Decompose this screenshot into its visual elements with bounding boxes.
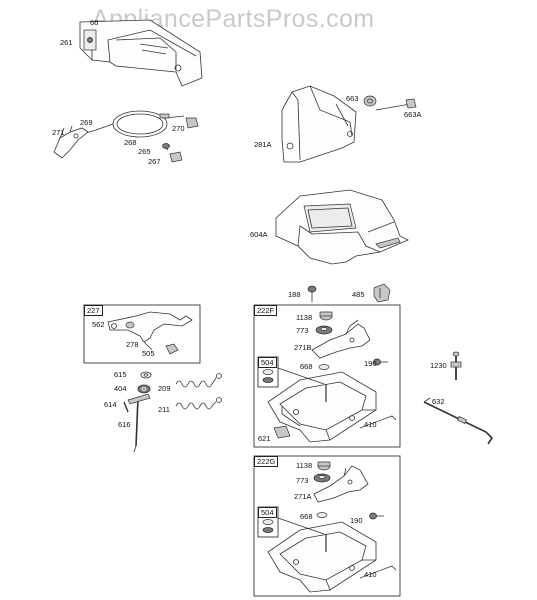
part-410-g-link (359, 565, 397, 579)
part-271B-f-lever (311, 319, 371, 359)
label-270: 270 (172, 124, 185, 133)
label-f-190: 190 (364, 359, 377, 368)
label-f-1138: 1138 (296, 313, 313, 322)
label-g-410: 410 (364, 570, 377, 579)
label-632: 632 (432, 397, 445, 406)
label-f-773: 773 (296, 326, 309, 335)
label-f-271B: 271B (294, 343, 312, 352)
label-188: 188 (288, 290, 301, 299)
label-281A: 281A (254, 140, 272, 149)
label-g-271A: 271A (294, 492, 312, 501)
part-209-spring (175, 373, 222, 388)
kit-222F-tag: 222F (254, 305, 278, 316)
label-g-1138: 1138 (296, 461, 313, 470)
label-485: 485 (352, 290, 365, 299)
label-f-668: 668 (300, 362, 313, 371)
part-616-governor-shaft (127, 393, 151, 453)
label-614: 614 (104, 400, 117, 409)
part-485-bracket (373, 283, 391, 303)
part-663-nut (363, 95, 377, 107)
label-g-668: 668 (300, 512, 313, 521)
part-control-bracket-f (267, 367, 377, 443)
part-270-clip (185, 117, 199, 129)
kit-504-tag-g: 504 (258, 507, 277, 518)
part-190-f-screw (373, 358, 388, 366)
label-616: 616 (118, 420, 131, 429)
label-265: 265 (138, 147, 151, 156)
part-268-control-cable (81, 110, 185, 138)
part-562-governor-lever (107, 311, 193, 351)
part-615-washer (140, 371, 152, 379)
label-269: 269 (80, 118, 93, 127)
part-261-bracket (79, 19, 203, 87)
part-271A-g-lever (313, 465, 369, 503)
kit-222G-tag: 222G (254, 456, 279, 467)
part-271-control-lever (53, 125, 89, 159)
label-615: 615 (114, 370, 127, 379)
label-1230: 1230 (430, 361, 447, 370)
part-1138-f-nut (319, 311, 333, 321)
label-267: 267 (148, 157, 161, 166)
part-773-g-washer (313, 473, 331, 483)
label-663: 663 (346, 94, 359, 103)
part-281A-shroud (281, 85, 357, 163)
label-404: 404 (114, 384, 127, 393)
part-404-washer (137, 384, 151, 394)
part-504-f-washers (262, 369, 274, 383)
part-504-g-washers (262, 519, 274, 533)
label-f-621: 621 (258, 434, 271, 443)
label-f-410: 410 (364, 420, 377, 429)
part-632-cable (423, 397, 494, 445)
label-604A: 604A (250, 230, 268, 239)
label-278: 278 (126, 340, 139, 349)
label-211: 211 (158, 405, 170, 414)
label-562: 562 (92, 320, 105, 329)
part-668-g-washer (316, 512, 328, 518)
part-control-bracket-g (267, 517, 377, 593)
label-505: 505 (142, 349, 155, 358)
part-614-pin (123, 401, 129, 413)
part-188-screw (307, 285, 317, 302)
kit-222F-frame (253, 304, 401, 448)
label-g-773: 773 (296, 476, 309, 485)
label-268: 268 (124, 138, 137, 147)
label-261: 261 (60, 38, 73, 47)
kit-227-tag: 227 (84, 305, 103, 316)
part-190-g-screw (369, 512, 384, 520)
part-621-f-bracket (273, 425, 291, 439)
label-271: 271 (52, 128, 65, 137)
label-663A: 663A (404, 110, 422, 119)
kit-504-tag-f: 504 (258, 357, 277, 368)
label-66: 66 (90, 18, 99, 27)
kit-227-frame (83, 304, 201, 364)
kit-222G-frame (253, 455, 401, 597)
label-g-190: 190 (350, 516, 363, 525)
part-773-f-washer (315, 325, 333, 335)
part-410-f-link (359, 415, 397, 429)
part-265-screw (162, 143, 170, 151)
part-604A-blower-housing (275, 189, 409, 265)
part-267-clamp (169, 151, 183, 163)
label-209: 209 (158, 384, 171, 393)
part-211-spring (175, 397, 222, 410)
part-505-nut (165, 343, 179, 355)
part-1230-stud (450, 351, 462, 380)
part-663A-screw (375, 98, 417, 111)
part-668-f-washer (318, 364, 330, 370)
part-1138-g-nut (317, 461, 331, 471)
